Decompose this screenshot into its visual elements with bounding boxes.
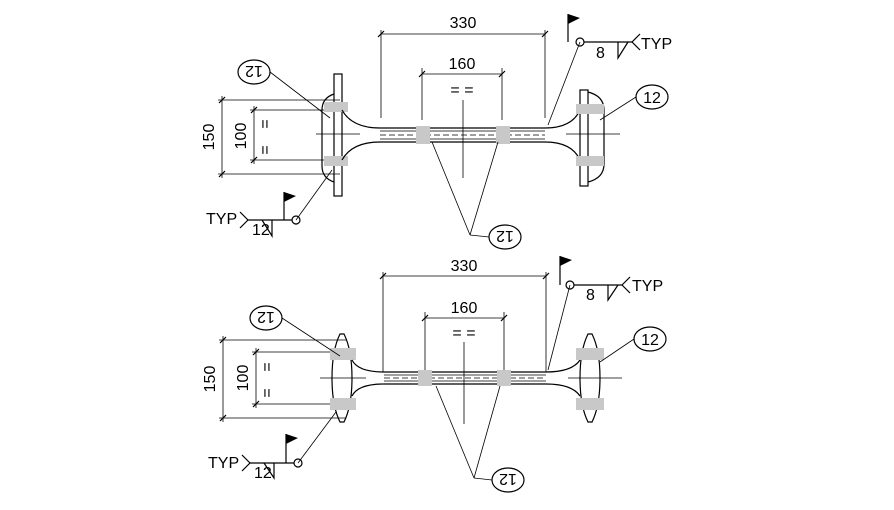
dimension-overall: 330 xyxy=(379,258,550,372)
equal-mark-vertical-bottom: = xyxy=(257,145,274,154)
dimension-flange-height: 150 xyxy=(202,336,346,422)
dimension-flange-gauge-label: 100 xyxy=(233,123,250,150)
dimension-flange-gauge-label: 100 xyxy=(235,365,252,392)
dimension-flange-height: 150 xyxy=(201,96,340,178)
dimension-bolt-spacing-label: 160 xyxy=(449,56,476,73)
weld-size-right: 8 xyxy=(596,45,605,62)
equal-mark: = = xyxy=(452,325,475,342)
bolt-tag-right: 12 xyxy=(599,326,667,363)
bolt-tag-right-label: 12 xyxy=(641,332,659,349)
dimension-flange-height-label: 150 xyxy=(202,366,219,393)
dimension-overall: 330 xyxy=(377,15,549,118)
bolt-tag-web: 12 xyxy=(435,385,525,493)
dimension-overall-label: 330 xyxy=(450,15,477,32)
bolt-tag-web-label: 12 xyxy=(496,227,514,244)
connection-detail-1: 330 160 = = 150 100 xyxy=(201,14,672,250)
equal-mark: = = xyxy=(450,82,473,99)
weld-note-left: TYP xyxy=(208,455,239,472)
right-flange xyxy=(568,333,622,423)
dimension-bolt-spacing-label: 160 xyxy=(451,300,478,317)
right-flange xyxy=(566,89,620,187)
weld-note-right: TYP xyxy=(641,36,672,53)
bolt-tag-left: 12 xyxy=(249,305,341,357)
weld-size-right: 8 xyxy=(586,287,595,304)
dimension-overall-label: 330 xyxy=(451,258,478,275)
web-splice xyxy=(351,359,581,397)
left-flange xyxy=(316,73,360,197)
bolt-tag-right: 12 xyxy=(599,84,669,121)
equal-mark-vertical-top: = xyxy=(259,362,276,371)
bolt-tag-web: 12 xyxy=(431,141,522,250)
weld-symbol-left: 12 TYP xyxy=(208,411,337,482)
dimension-bolt-spacing: 160 = = xyxy=(418,56,506,178)
weld-symbol-right: 8 TYP xyxy=(547,256,663,371)
connection-detail-2: 330 160 = = 150 100 = xyxy=(202,256,667,493)
dimension-flange-gauge: 100 = = xyxy=(235,348,336,408)
dimension-flange-height-label: 150 xyxy=(201,124,218,151)
weld-size-left: 12 xyxy=(254,465,272,482)
weld-symbol-left: 12 TYP xyxy=(206,169,333,239)
equal-mark-vertical-top: = xyxy=(257,119,274,128)
bolt-tag-left-label: 12 xyxy=(245,62,263,79)
bolt-tag-web-label: 12 xyxy=(499,470,517,487)
weld-note-left: TYP xyxy=(206,211,237,228)
bolt-tag-left: 12 xyxy=(237,59,331,119)
weld-symbol-right: 8 TYP xyxy=(547,14,672,126)
dimension-flange-gauge: 100 = = xyxy=(233,106,330,164)
bolt-tag-right-label: 12 xyxy=(643,90,661,107)
equal-mark-vertical-bottom: = xyxy=(259,388,276,397)
weld-size-left: 12 xyxy=(252,222,270,239)
bolt-tag-left-label: 12 xyxy=(257,308,275,325)
weld-note-right: TYP xyxy=(632,278,663,295)
left-flange xyxy=(320,333,366,423)
dimension-bolt-spacing: 160 = = xyxy=(421,300,508,424)
web-splice xyxy=(341,109,581,161)
